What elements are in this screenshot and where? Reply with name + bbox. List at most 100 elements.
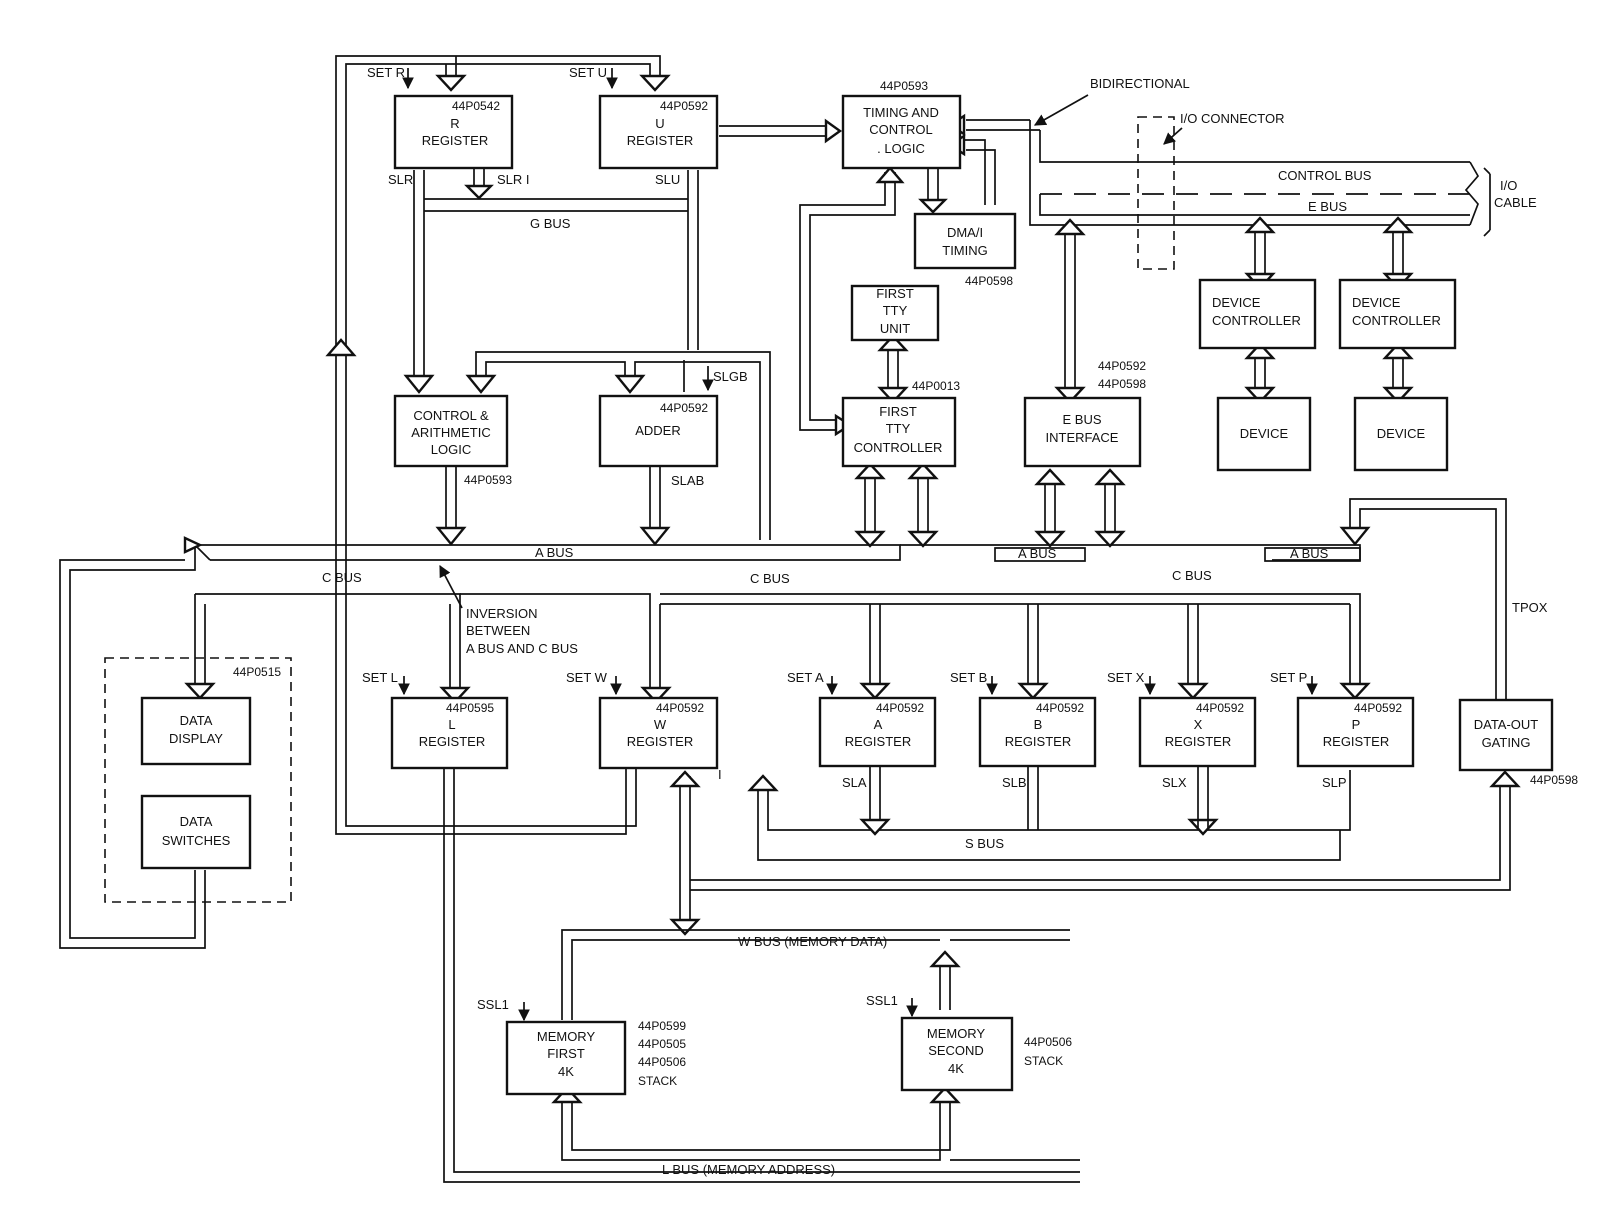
ebus-if-line1: E BUS — [1062, 412, 1101, 427]
slx-label: SLX — [1162, 775, 1187, 790]
p-register-part: 44P0592 — [1354, 701, 1402, 715]
p-register-block: 44P0592 P REGISTER — [1296, 696, 1415, 768]
tty-unit-line2: TTY — [883, 303, 908, 318]
p-register-line1: P — [1352, 717, 1361, 732]
mem1-part1: 44P0599 — [638, 1019, 686, 1033]
mem1-line3: 4K — [558, 1064, 574, 1079]
memory-first-4k-block: MEMORY FIRST 4K 44P0599 44P0505 44P0506 … — [505, 1019, 686, 1096]
data-out-line2: GATING — [1482, 735, 1531, 750]
b-register-part: 44P0592 — [1036, 701, 1084, 715]
tty-unit-line1: FIRST — [876, 286, 914, 301]
a-bus-mid-label: A BUS — [1018, 546, 1057, 561]
device-2-label: DEVICE — [1377, 426, 1426, 441]
annotations: BIDIRECTIONAL I/O CONNECTOR I/O CABLE IN… — [466, 76, 1537, 656]
data-switches-line1: DATA — [180, 814, 213, 829]
a-register-line2: REGISTER — [845, 734, 911, 749]
l-register-part: 44P0595 — [446, 701, 494, 715]
first-tty-controller-block: 44P0013 FIRST TTY CONTROLLER — [841, 379, 960, 468]
s-bus-label: S BUS — [965, 836, 1004, 851]
slp-label: SLP — [1322, 775, 1347, 790]
cal-part: 44P0593 — [464, 473, 512, 487]
set-w-label: SET W — [566, 670, 608, 685]
data-out-gating-block: DATA-OUT GATING 44P0598 — [1458, 698, 1578, 787]
u-register-line1: U — [655, 116, 664, 131]
data-switches-line2: SWITCHES — [162, 833, 231, 848]
dma-timing-block: DMA/I TIMING 44P0598 — [913, 212, 1017, 288]
inversion-line1: INVERSION — [466, 606, 538, 621]
w-register-part: 44P0592 — [656, 701, 704, 715]
tty-ctrl-line1: FIRST — [879, 404, 917, 419]
ssl1-first-label: SSL1 — [477, 997, 509, 1012]
b-register-line1: B — [1034, 717, 1043, 732]
io-connector-label: I/O CONNECTOR — [1180, 111, 1285, 126]
inversion-line2: BETWEEN — [466, 623, 530, 638]
l-register-block: 44P0595 L REGISTER — [390, 696, 509, 770]
mem2-line3: 4K — [948, 1061, 964, 1076]
slr-label: SLR — [388, 172, 413, 187]
c-bus-right-label: C BUS — [1172, 568, 1212, 583]
set-r-label: SET R — [367, 65, 405, 80]
timing-control-logic-block: 44P0593 TIMING AND CONTROL . LOGIC — [841, 79, 962, 170]
control-bus-label: CONTROL BUS — [1278, 168, 1372, 183]
a-register-block: 44P0592 A REGISTER — [818, 696, 937, 768]
u-register-block: 44P0592 U REGISTER — [598, 94, 719, 170]
timing-part: 44P0593 — [880, 79, 928, 93]
signal-labels: SET R SET U SLR SLR I SLU SLGB SLAB SET … — [362, 65, 1548, 1012]
w-register-line2: REGISTER — [627, 734, 693, 749]
r-register-line1: R — [450, 116, 459, 131]
mem1-line2: FIRST — [547, 1046, 585, 1061]
mem2-part2: STACK — [1024, 1054, 1063, 1068]
dev-ctrl-1-line2: CONTROLLER — [1212, 313, 1301, 328]
w-register-block: 44P0592 W REGISTER — [598, 696, 719, 770]
device-1-label: DEVICE — [1240, 426, 1289, 441]
bus-labels: A BUS A BUS A BUS C BUS C BUS C BUS G BU… — [322, 168, 1372, 1177]
panel-part: 44P0515 — [233, 665, 281, 679]
tty-ctrl-line3: CONTROLLER — [854, 440, 943, 455]
l-register-line1: L — [448, 717, 455, 732]
l-bus-label: L BUS (MEMORY ADDRESS) — [662, 1162, 835, 1177]
first-tty-unit-block: FIRST TTY UNIT — [850, 284, 940, 342]
dma-part: 44P0598 — [965, 274, 1013, 288]
x-register-line1: X — [1194, 717, 1203, 732]
sla-label: SLA — [842, 775, 867, 790]
b-register-line2: REGISTER — [1005, 734, 1071, 749]
dev-ctrl-2-line2: CONTROLLER — [1352, 313, 1441, 328]
wiring — [59, 55, 1521, 1183]
dma-line1: DMA/I — [947, 225, 983, 240]
c-bus-left-label: C BUS — [322, 570, 362, 585]
e-bus-interface-block: 44P0592 44P0598 E BUS INTERFACE — [1023, 359, 1146, 468]
g-bus-label: G BUS — [530, 216, 571, 231]
c-bus-mid-label: C BUS — [750, 571, 790, 586]
w-register-tick: I — [718, 767, 722, 782]
mem1-part2: 44P0505 — [638, 1037, 686, 1051]
memory-second-4k-block: MEMORY SECOND 4K 44P0506 STACK — [900, 1016, 1072, 1092]
front-panel-group: 44P0515 DATA DISPLAY DATA SWITCHES — [104, 657, 292, 903]
set-u-label: SET U — [569, 65, 607, 80]
io-cable-line2: CABLE — [1494, 195, 1537, 210]
data-display-line1: DATA — [180, 713, 213, 728]
cal-line3: LOGIC — [431, 442, 471, 457]
device-2-block: DEVICE — [1353, 396, 1449, 472]
timing-line1: TIMING AND — [863, 105, 939, 120]
ssl1-second-label: SSL1 — [866, 993, 898, 1008]
control-arithmetic-logic-block: CONTROL & ARITHMETIC LOGIC 44P0593 — [393, 394, 512, 487]
device-controller-1-block: DEVICE CONTROLLER — [1198, 278, 1317, 350]
io-cable-line1: I/O — [1500, 178, 1517, 193]
mem1-part4: STACK — [638, 1074, 677, 1088]
timing-line3: . LOGIC — [877, 141, 925, 156]
inversion-line3: A BUS AND C BUS — [466, 641, 578, 656]
a-register-line1: A — [874, 717, 883, 732]
dev-ctrl-2-line1: DEVICE — [1352, 295, 1401, 310]
cal-line1: CONTROL & — [413, 408, 489, 423]
tty-unit-line3: UNIT — [880, 321, 910, 336]
data-out-part: 44P0598 — [1530, 773, 1578, 787]
set-x-label: SET X — [1107, 670, 1145, 685]
slgb-label: SLGB — [713, 369, 748, 384]
x-register-part: 44P0592 — [1196, 701, 1244, 715]
slu-label: SLU — [655, 172, 680, 187]
w-bus-label: W BUS (MEMORY DATA) — [738, 934, 887, 949]
data-out-line1: DATA-OUT — [1474, 717, 1539, 732]
bidirectional-label: BIDIRECTIONAL — [1090, 76, 1190, 91]
u-register-part: 44P0592 — [660, 99, 708, 113]
tty-ctrl-line2: TTY — [886, 421, 911, 436]
